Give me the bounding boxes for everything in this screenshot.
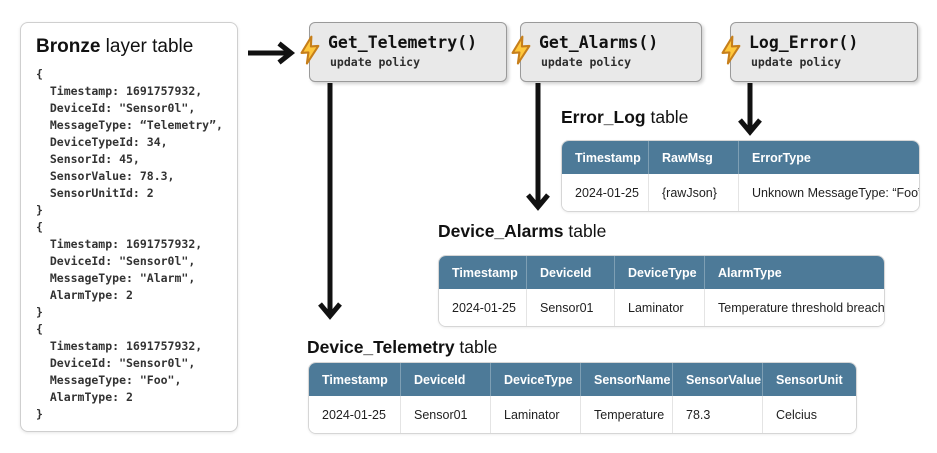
device-alarms-table: Timestamp DeviceId DeviceType AlarmType … <box>438 255 885 327</box>
error-log-table-title: Error_Log table <box>561 107 688 128</box>
bronze-json-sample: { Timestamp: 1691757932, DeviceId: "Sens… <box>36 67 223 421</box>
policy-name: Log_Error() <box>749 33 859 52</box>
bronze-title: Bronze layer table <box>36 35 231 59</box>
table-row: 2024-01-25 Sensor01 Laminator Temperatur… <box>309 396 856 433</box>
column-header: AlarmType <box>718 265 782 280</box>
policy-box-get-alarms: Get_Alarms() update policy <box>511 22 702 82</box>
policy-subtitle: update policy <box>330 55 421 69</box>
bronze-title-rest: layer table <box>100 36 194 57</box>
column-header: SensorName <box>581 363 673 396</box>
table-cell: Laminator <box>491 396 581 433</box>
bronze-layer-card: Bronze layer table { Timestamp: 16917579… <box>20 22 238 432</box>
arrow-bronze-to-policies-icon <box>248 41 296 65</box>
table-header-row: Timestamp DeviceId DeviceType AlarmType <box>439 256 884 289</box>
table-title-rest: table <box>645 107 689 127</box>
table-title-rest: table <box>563 221 607 241</box>
table-title-bold: Device_Telemetry <box>307 337 455 357</box>
policy-name: Get_Alarms() <box>539 33 659 52</box>
table-cell: Temperature threshold breach <box>718 300 885 315</box>
column-header: ErrorType <box>752 150 811 165</box>
column-header: SensorValue <box>673 363 763 396</box>
device-alarms-table-title: Device_Alarms table <box>438 221 606 242</box>
table-title-bold: Error_Log <box>561 107 646 127</box>
column-header: RawMsg <box>649 141 739 174</box>
error-log-table: Timestamp RawMsg ErrorType 2024-01-25 {r… <box>561 140 920 212</box>
column-header: DeviceId <box>527 256 615 289</box>
policy-name: Get_Telemetry() <box>328 33 478 52</box>
policy-subtitle: update policy <box>751 55 842 69</box>
column-header: DeviceType <box>491 363 581 396</box>
table-cell: Laminator <box>615 289 705 326</box>
table-cell: Celcius <box>776 407 817 422</box>
table-cell: 78.3 <box>673 396 763 433</box>
column-header: DeviceId <box>401 363 491 396</box>
column-header: Timestamp <box>562 141 649 174</box>
table-row: 2024-01-25 Sensor01 Laminator Temperatur… <box>439 289 884 326</box>
column-header: DeviceType <box>615 256 705 289</box>
column-header: SensorUnit <box>776 372 843 387</box>
table-title-bold: Device_Alarms <box>438 221 564 241</box>
table-cell: 2024-01-25 <box>439 289 527 326</box>
lightning-icon <box>300 35 320 65</box>
device-telemetry-table: Timestamp DeviceId DeviceType SensorName… <box>308 362 857 434</box>
arrow-telemetry-to-table-icon <box>318 83 342 320</box>
bronze-title-bold: Bronze <box>36 36 101 57</box>
column-header: Timestamp <box>309 363 401 396</box>
table-cell: Temperature <box>581 396 673 433</box>
table-header-row: Timestamp DeviceId DeviceType SensorName… <box>309 363 856 396</box>
table-cell: 2024-01-25 <box>309 396 401 433</box>
table-cell: Sensor01 <box>401 396 491 433</box>
column-header: Timestamp <box>439 256 527 289</box>
table-row: 2024-01-25 {rawJson} Unknown MessageType… <box>562 174 919 211</box>
lightning-icon <box>721 35 741 65</box>
arrow-error-to-table-icon <box>738 83 762 136</box>
arrow-alarms-to-table-icon <box>526 83 550 211</box>
table-title-rest: table <box>454 337 498 357</box>
table-cell: Sensor01 <box>527 289 615 326</box>
table-header-row: Timestamp RawMsg ErrorType <box>562 141 919 174</box>
policy-box-get-telemetry: Get_Telemetry() update policy <box>300 22 507 82</box>
policy-subtitle: update policy <box>541 55 632 69</box>
table-cell: {rawJson} <box>649 174 739 211</box>
lightning-icon <box>511 35 531 65</box>
device-telemetry-table-title: Device_Telemetry table <box>307 337 497 358</box>
table-cell: Unknown MessageType: “Foo” <box>752 185 920 200</box>
policy-box-log-error: Log_Error() update policy <box>721 22 918 82</box>
table-cell: 2024-01-25 <box>562 174 649 211</box>
